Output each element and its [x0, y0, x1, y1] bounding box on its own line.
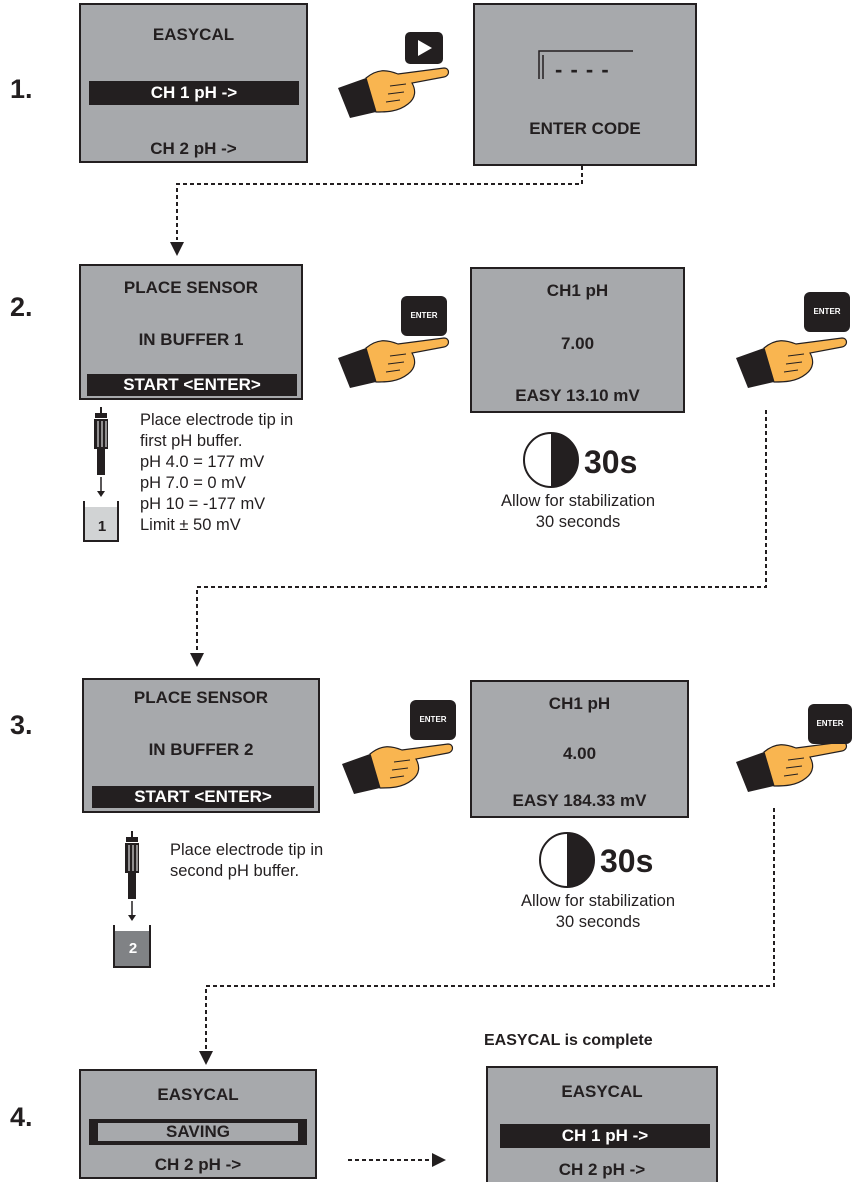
instruction-text: second pH buffer. [170, 862, 300, 880]
code-screen: - - - - ENTER CODE [473, 3, 697, 166]
menu-item-selected[interactable]: CH 1 pH -> [500, 1124, 710, 1148]
instruction-text: pH 10 = -177 mV [140, 495, 266, 513]
ph-electrode-icon [83, 407, 119, 542]
beaker-number: 2 [128, 940, 138, 957]
reading-screen: CH1 pH 7.00 EASY 13.10 mV [470, 267, 685, 413]
start-enter-prompt[interactable]: START <ENTER> [92, 786, 314, 808]
menu-item[interactable]: CH 2 pH -> [154, 1155, 242, 1174]
menu-item-selected[interactable]: CH 1 pH -> [89, 81, 299, 105]
pointing-hand-icon [342, 743, 454, 794]
timer-half-circle-icon [523, 432, 579, 488]
instruction-text: pH 7.0 = 0 mV [140, 474, 246, 492]
stabilize-line: 30 seconds [555, 913, 641, 931]
reading-screen: CH1 pH 4.00 EASY 184.33 mV [470, 680, 689, 818]
saving-screen: EASYCAL SAVING CH 2 pH -> [79, 1069, 317, 1179]
instruction-line: PLACE SENSOR [133, 688, 269, 707]
stabilize-line: Allow for stabilization [500, 492, 656, 510]
screen-title: EASYCAL [152, 25, 235, 44]
pointing-hand-icon [338, 67, 450, 118]
instruction-line: PLACE SENSOR [123, 278, 259, 297]
enter-code-label: ENTER CODE [529, 119, 641, 138]
stabilize-note: Allow for stabilization 30 seconds [470, 491, 686, 533]
arrow-down-icon [199, 1051, 213, 1065]
buffer-instructions: Place electrode tip in first pH buffer. … [140, 410, 293, 536]
step-number-2: 2. [10, 292, 33, 322]
instruction-text: Place electrode tip in [170, 841, 324, 859]
place-sensor-screen: PLACE SENSOR IN BUFFER 2 START <ENTER> [82, 678, 320, 813]
instruction-text: Place electrode tip in [140, 411, 294, 429]
screen-title: EASYCAL [157, 1085, 239, 1104]
ph-value: 7.00 [560, 334, 595, 353]
stabilize-note: Allow for stabilization 30 seconds [490, 891, 706, 933]
stabilize-line: Allow for stabilization [520, 892, 676, 910]
instruction-line: IN BUFFER 2 [148, 740, 254, 759]
step-number-1: 1. [10, 74, 33, 104]
start-enter-prompt[interactable]: START <ENTER> [87, 374, 297, 396]
code-mask: - - - - [555, 57, 610, 82]
timer-label: 30s [600, 843, 654, 879]
channel-label: CH1 pH [546, 281, 609, 300]
pointing-hand-icon [736, 337, 848, 388]
arrow-key-icon[interactable] [404, 31, 444, 65]
place-sensor-screen: PLACE SENSOR IN BUFFER 1 START <ENTER> [79, 264, 303, 400]
ph-electrode-icon [113, 831, 151, 968]
timer-half-circle-icon [539, 832, 595, 888]
beaker-number: 1 [97, 518, 107, 535]
mv-status: EASY 184.33 mV [512, 791, 647, 810]
channel-label: CH1 pH [548, 694, 611, 713]
buffer-instructions: Place electrode tip in second pH buffer. [170, 840, 323, 882]
step-number-4: 4. [10, 1102, 33, 1132]
stabilize-line: 30 seconds [535, 513, 621, 531]
mv-status: EASY 13.10 mV [515, 386, 640, 405]
arrow-right-icon [432, 1153, 446, 1167]
timer-label: 30s [584, 444, 638, 480]
arrow-down-icon [190, 653, 204, 667]
enter-key-icon[interactable]: ENTER [804, 292, 850, 332]
instruction-text: pH 4.0 = 177 mV [140, 453, 265, 471]
instruction-line: IN BUFFER 1 [138, 330, 244, 349]
final-menu-screen: EASYCAL CH 1 pH -> CH 2 pH -> [486, 1066, 718, 1182]
arrow-down-icon [170, 242, 184, 256]
pointing-hand-icon [736, 741, 848, 792]
screen-title: EASYCAL [561, 1082, 643, 1101]
instruction-text: first pH buffer. [140, 432, 243, 450]
ph-value: 4.00 [562, 744, 597, 763]
pointing-hand-icon [338, 337, 450, 388]
complete-label: EASYCAL is complete [484, 1032, 653, 1049]
enter-key-icon[interactable]: ENTER [401, 296, 447, 336]
step-number-3: 3. [10, 710, 33, 740]
menu-item[interactable]: CH 2 pH -> [150, 139, 237, 158]
enter-key-icon[interactable]: ENTER [410, 700, 456, 740]
code-cursor [538, 50, 633, 79]
enter-key-icon[interactable]: ENTER [808, 704, 852, 744]
menu-item[interactable]: CH 2 pH -> [558, 1160, 646, 1179]
instruction-text: Limit ± 50 mV [140, 516, 241, 534]
menu-screen: EASYCAL CH 1 pH -> CH 2 pH -> [79, 3, 308, 163]
saving-progress: SAVING [97, 1122, 299, 1142]
